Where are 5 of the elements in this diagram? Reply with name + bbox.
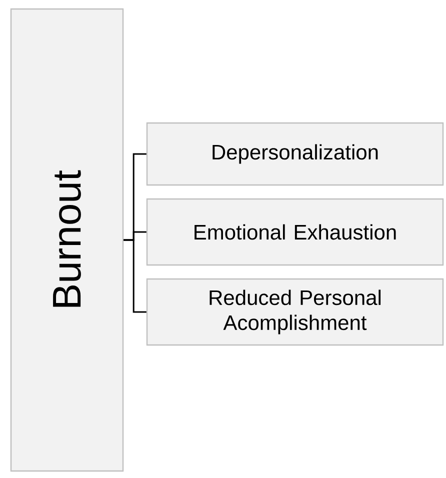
category-box: Depersonalization [146,122,444,186]
category-box: Emotional Exhaustion [146,198,444,266]
category-box: Reduced Personal Acomplishment [146,278,444,346]
connector [124,239,146,313]
main-box: Burnout [10,8,124,472]
